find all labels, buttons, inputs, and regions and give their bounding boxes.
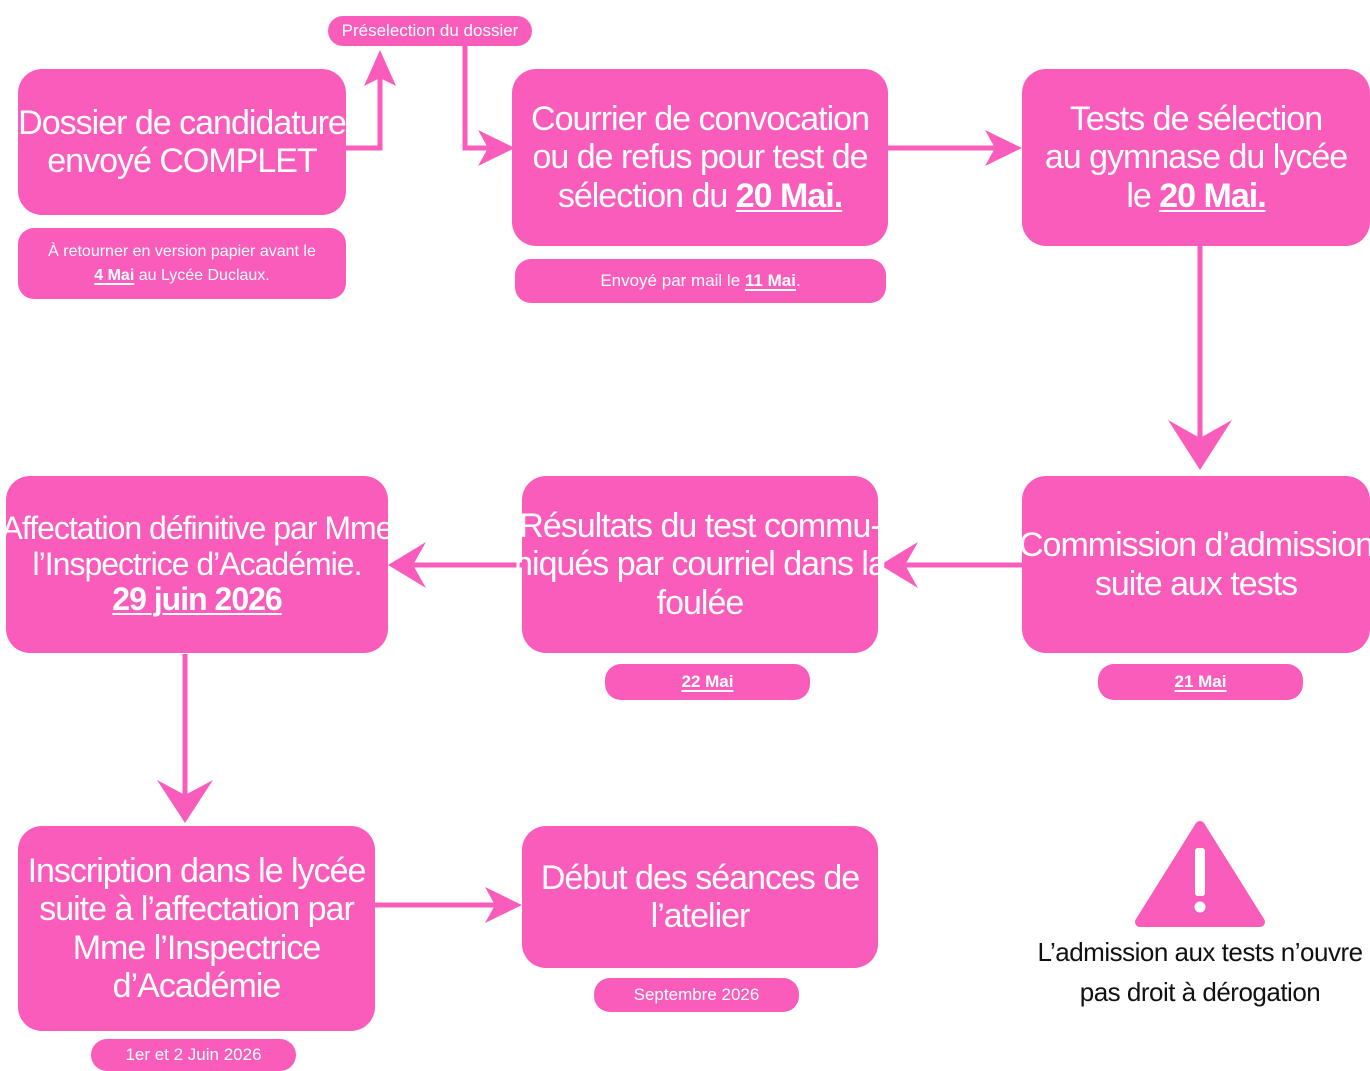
warning-line-2: pas droit à dérogation <box>1079 977 1321 1008</box>
step-commission-box: Commission d’admission suite aux tests <box>1019 476 1370 653</box>
arrowhead-commission <box>1168 420 1232 470</box>
step-resultats-box: Résultats du test commu- niqués par cour… <box>514 476 887 653</box>
step-inscription-line-1: Inscription dans le lycée <box>27 852 367 891</box>
step-resultats-line-3: foulée <box>656 583 745 622</box>
step-dossier-note-date: 4 Mai <box>94 266 135 284</box>
step-tests-box: Tests de sélection au gymnase du lycée l… <box>1022 69 1370 246</box>
step-courrier-line-3-date: 20 Mai. <box>735 176 843 215</box>
step-courrier-line-3-pre: sélection du <box>557 176 736 215</box>
step-affectation-date: 29 juin 2026 <box>112 581 282 618</box>
preselection-pill: Préselection du dossier <box>328 16 532 46</box>
step-courrier-line-1: Courrier de convocation <box>531 100 870 139</box>
step-courrier-note-date: 11 Mai <box>744 270 796 290</box>
warning-triangle-icon <box>1135 821 1265 927</box>
arrowhead-debut <box>485 887 522 923</box>
step-tests-line-3-date: 20 Mai. <box>1159 176 1266 215</box>
step-dossier-note-line-2: 4 Mai au Lycée Duclaux. <box>94 264 270 287</box>
step-courrier-note-pre: Envoyé par mail le <box>600 270 745 290</box>
step-tests-line-3-pre: le <box>1126 176 1160 215</box>
arrowhead-resultats <box>880 542 918 588</box>
step-resultats-line-1: Résultats du test commu- <box>519 507 881 546</box>
step-commission-date: 21 Mai <box>1174 671 1227 691</box>
warning-note: L’admission aux tests n’ouvre pas droit … <box>1030 932 1370 1013</box>
step-courrier-note: Envoyé par mail le 11 Mai. <box>515 259 886 303</box>
step-tests-line-2: au gymnase du lycée <box>1044 138 1348 177</box>
step-commission-line-1: Commission d’admission <box>1019 526 1370 565</box>
step-commission-line-2: suite aux tests <box>1094 564 1298 603</box>
step-inscription-line-3: Mme l’Inspectrice <box>72 928 322 967</box>
step-debut-line-2: l’atelier <box>650 897 751 935</box>
arrowhead-preselection <box>364 50 396 86</box>
step-affectation-box: Affectation définitive par Mme l’Inspect… <box>2 476 393 653</box>
step-dossier-line-1: Dossier de candidature <box>18 103 347 142</box>
step-courrier-box: Courrier de convocation ou de refus pour… <box>512 69 888 246</box>
step-dossier-note: À retourner en version papier avant le 4… <box>18 228 346 299</box>
step-debut-box: Début des séances de l’atelier <box>522 826 878 968</box>
step-debut-line-1: Début des séances de <box>540 858 860 897</box>
arrow-dossier-to-preselection <box>345 70 383 151</box>
step-courrier-line-3: sélection du 20 Mai. <box>557 176 843 215</box>
step-tests-line-3: le 20 Mai. <box>1126 176 1266 215</box>
step-dossier-box: Dossier de candidature envoyé COMPLET <box>18 69 347 215</box>
step-affectation-line-1: Affectation définitive par Mme <box>1 509 394 546</box>
step-inscription-date: 1er et 2 Juin 2026 <box>125 1044 262 1064</box>
step-debut-date: Septembre 2026 <box>633 984 760 1004</box>
step-courrier-line-2: ou de refus pour test de <box>532 138 868 177</box>
step-commission-date-pill: 21 Mai <box>1098 664 1303 700</box>
step-tests-line-1: Tests de sélection <box>1069 100 1323 139</box>
arrowhead-courrier <box>478 130 515 166</box>
arrow-preselection-to-courrier <box>462 44 495 151</box>
step-dossier-note-line-1: À retourner en version papier avant le <box>48 243 316 261</box>
step-dossier-line-2: envoyé COMPLET <box>47 142 317 180</box>
arrowhead-inscription <box>157 780 213 823</box>
step-inscription-date-pill: 1er et 2 Juin 2026 <box>91 1039 296 1071</box>
step-resultats-date: 22 Mai <box>681 671 734 691</box>
step-resultats-date-pill: 22 Mai <box>605 664 810 700</box>
step-courrier-note-post: . <box>795 270 801 290</box>
warning-line-1: L’admission aux tests n’ouvre <box>1037 937 1363 967</box>
arrowhead-tests <box>985 130 1022 166</box>
step-resultats-line-2: niqués par courriel dans la <box>514 545 887 584</box>
step-courrier-note-text: Envoyé par mail le 11 Mai. <box>600 269 800 294</box>
step-inscription-line-4: d’Académie <box>112 966 282 1005</box>
step-inscription-box: Inscription dans le lycée suite à l’affe… <box>18 826 375 1031</box>
step-debut-date-pill: Septembre 2026 <box>594 978 799 1012</box>
step-dossier-note-rest: au Lycée Duclaux. <box>134 266 270 284</box>
step-inscription-line-2: suite à l’affectation par <box>39 890 355 929</box>
preselection-label: Préselection du dossier <box>341 20 519 40</box>
step-affectation-line-2: l’Inspectrice d’Académie. <box>32 545 363 582</box>
arrowhead-affectation <box>388 542 426 588</box>
